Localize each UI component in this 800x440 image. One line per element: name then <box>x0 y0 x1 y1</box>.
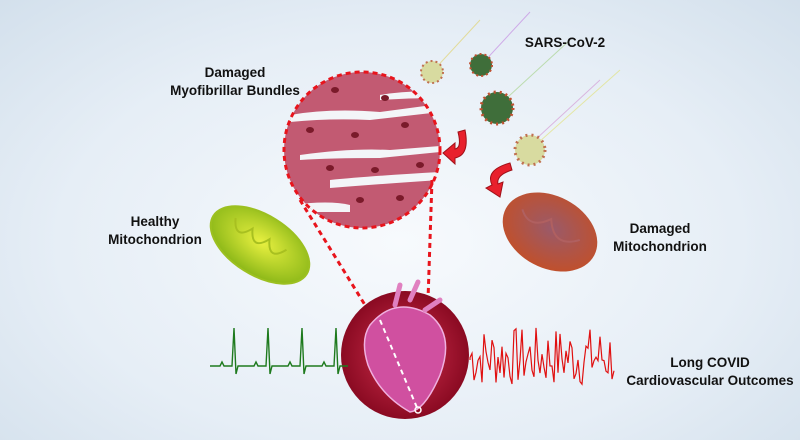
heart <box>341 279 469 419</box>
sars-cov-2-virus-icons <box>420 53 547 167</box>
label-damaged-mitochondrion: Damaged Mitochondrion <box>600 220 720 256</box>
arrow-icon <box>442 129 513 198</box>
label-line: Myofibrillar Bundles <box>170 83 300 98</box>
label-long-covid-outcomes: Long COVID Cardiovascular Outcomes <box>620 354 800 390</box>
label-line: Damaged <box>204 65 266 80</box>
label-line: Healthy <box>130 214 180 229</box>
label-line: Long COVID <box>670 355 750 370</box>
myofibrillar-bundles <box>282 70 442 230</box>
label-line: Damaged <box>629 221 691 236</box>
healthy-ecg-trace <box>210 327 348 375</box>
label-line: Mitochondrion <box>613 239 707 254</box>
abnormal-ecg-trace <box>469 327 615 386</box>
label-damaged-myofibrillar-bundles: Damaged Myofibrillar Bundles <box>160 64 310 100</box>
label-healthy-mitochondrion: Healthy Mitochondrion <box>95 213 215 249</box>
label-line: Cardiovascular Outcomes <box>626 373 794 388</box>
virus-trails <box>431 11 621 151</box>
label-line: Mitochondrion <box>108 232 202 247</box>
label-line: SARS-CoV-2 <box>524 35 606 50</box>
label-sars-cov-2: SARS-CoV-2 <box>515 34 615 52</box>
zoom-connector-lines <box>298 179 434 306</box>
damaged-mitochondrion <box>502 192 598 272</box>
healthy-mitochondrion <box>209 205 311 285</box>
